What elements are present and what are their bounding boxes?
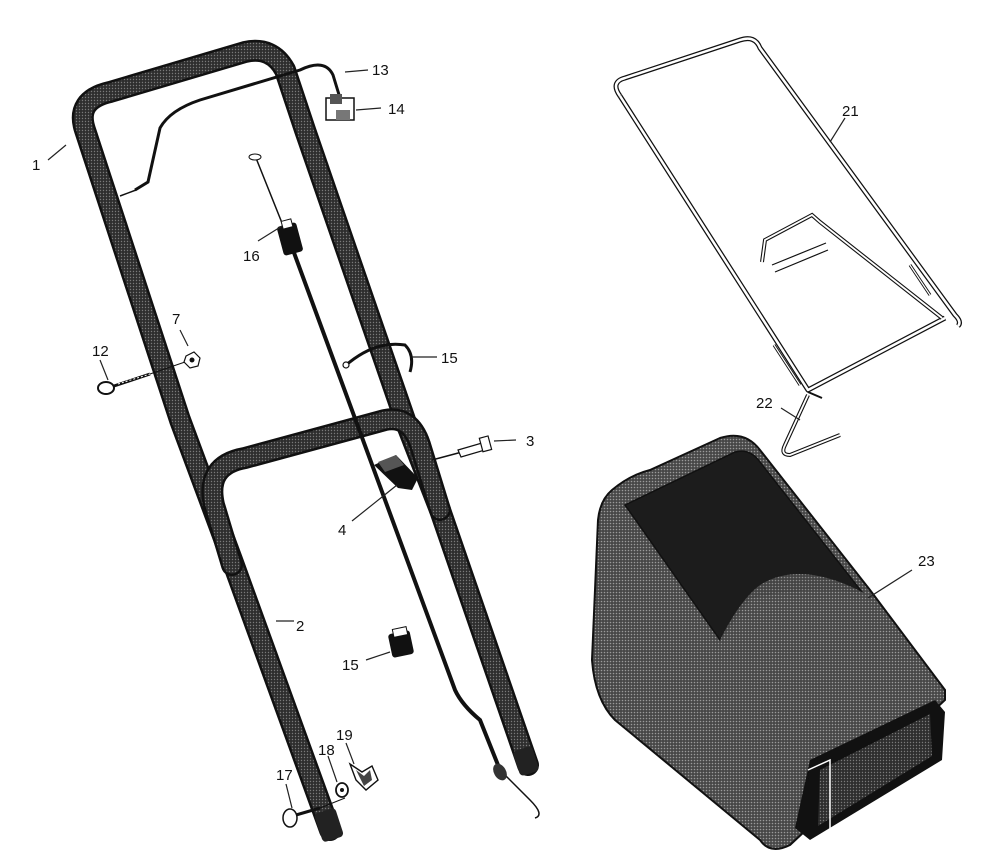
- cable-clip: [325, 94, 355, 121]
- lower-handle: [201, 408, 539, 842]
- callout-13: 13: [372, 62, 389, 79]
- leader-lines: [47, 69, 913, 809]
- callout-labels: 1 2 3 4 7 12 13 14 15 15 16 17 18 19 21 …: [32, 62, 935, 784]
- callout-23: 23: [918, 553, 935, 570]
- bag-frame: [613, 36, 962, 393]
- callout-4: 4: [338, 522, 346, 539]
- callout-1: 1: [32, 157, 40, 174]
- callout-12: 12: [92, 343, 109, 360]
- cable-tie-lower: [388, 626, 414, 658]
- callout-16: 16: [243, 248, 260, 265]
- hex-nut-7: [183, 351, 201, 369]
- bail-rod: [248, 153, 303, 256]
- carriage-bolt: [282, 797, 346, 828]
- callout-2: 2: [296, 618, 304, 635]
- grass-bag: [590, 434, 946, 850]
- hook-bolt: [97, 361, 186, 395]
- cable-tie-upper: [342, 342, 414, 373]
- handle-knob: [374, 455, 418, 490]
- frame-bracket: [781, 391, 841, 458]
- callout-17: 17: [276, 767, 293, 784]
- callout-22: 22: [756, 395, 773, 412]
- callout-14: 14: [388, 101, 405, 118]
- callout-21: 21: [842, 103, 859, 120]
- callout-19: 19: [336, 727, 353, 744]
- callout-15-lower: 15: [342, 657, 359, 674]
- washer: [335, 782, 349, 798]
- upper-handle: [71, 39, 539, 841]
- callout-18: 18: [318, 742, 335, 759]
- wing-nut: [348, 762, 379, 791]
- callout-3: 3: [526, 433, 534, 450]
- control-cable: [119, 63, 540, 819]
- callout-7: 7: [172, 311, 180, 328]
- callout-15-upper: 15: [441, 350, 458, 367]
- handle-bolt: [431, 435, 493, 461]
